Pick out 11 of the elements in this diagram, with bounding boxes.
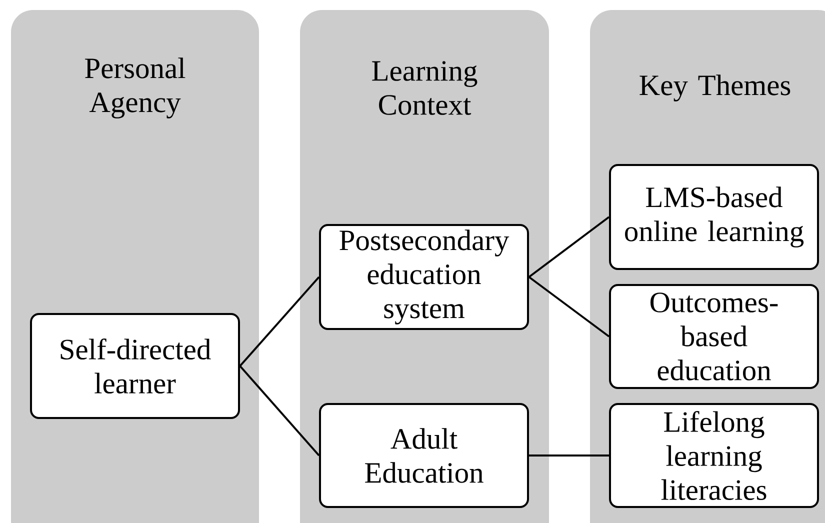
connector-line: [528, 216, 610, 278]
connector-line: [239, 276, 320, 367]
text-box: Adult Education: [319, 403, 529, 508]
text-box: Postsecondary education system: [319, 224, 529, 330]
text-box: LMS-based online learning: [609, 164, 819, 270]
connector-line: [528, 276, 610, 338]
text-box: Lifelong learning literacies: [609, 403, 819, 508]
connector-line: [239, 365, 320, 456]
connector-line: [529, 454, 609, 456]
text-box: Self-directed learner: [30, 313, 240, 419]
text-box: Outcomes-based education: [609, 284, 819, 389]
